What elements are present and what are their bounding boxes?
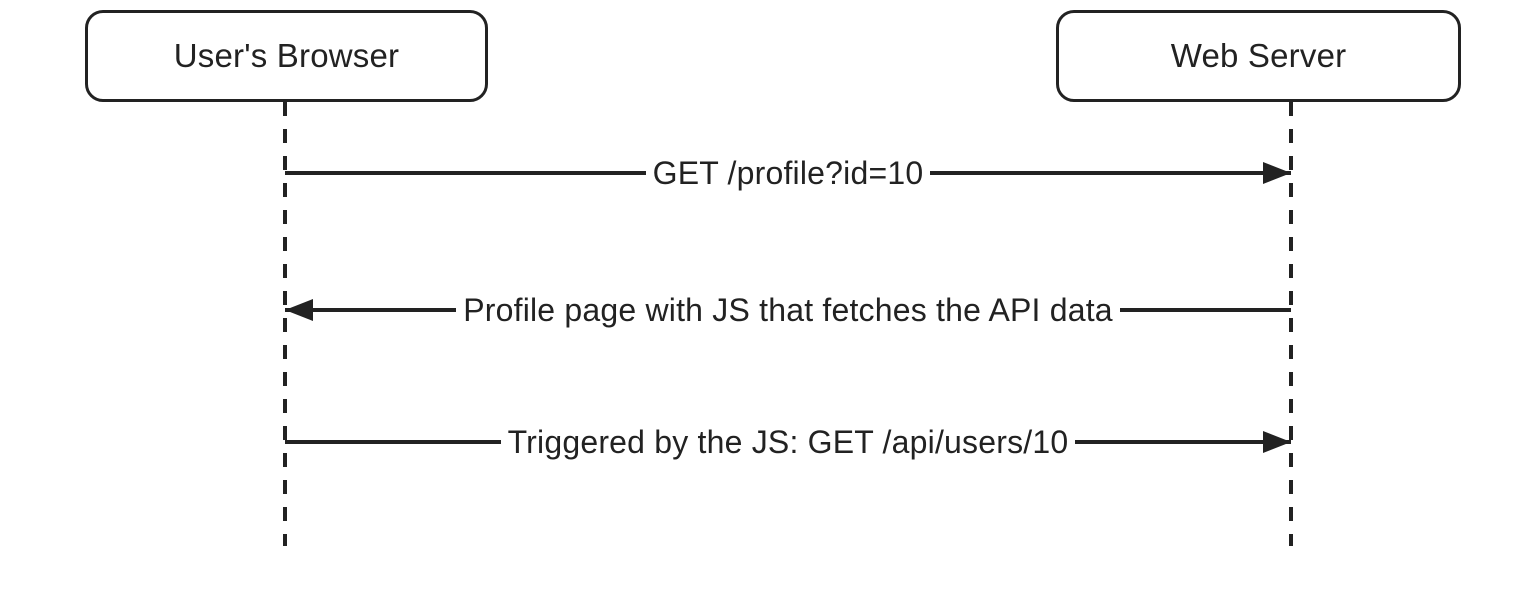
arrowhead-right-icon: [1263, 162, 1291, 184]
message-profile-page-response: Profile page with JS that fetches the AP…: [285, 287, 1291, 333]
actor-box-browser: User's Browser: [85, 10, 488, 102]
lifeline-server: [1289, 102, 1293, 546]
message-label: Triggered by the JS: GET /api/users/10: [500, 423, 1076, 461]
arrowhead-left-icon: [285, 299, 313, 321]
actor-label-browser: User's Browser: [173, 37, 400, 74]
message-get-profile: GET /profile?id=10: [285, 150, 1291, 196]
message-api-users: Triggered by the JS: GET /api/users/10: [285, 419, 1291, 465]
lifeline-browser: [283, 102, 287, 546]
arrowhead-right-icon: [1263, 431, 1291, 453]
message-label: Profile page with JS that fetches the AP…: [456, 291, 1120, 329]
actor-box-server: Web Server: [1056, 10, 1461, 102]
actor-label-server: Web Server: [1170, 37, 1347, 74]
message-label: GET /profile?id=10: [645, 154, 931, 192]
